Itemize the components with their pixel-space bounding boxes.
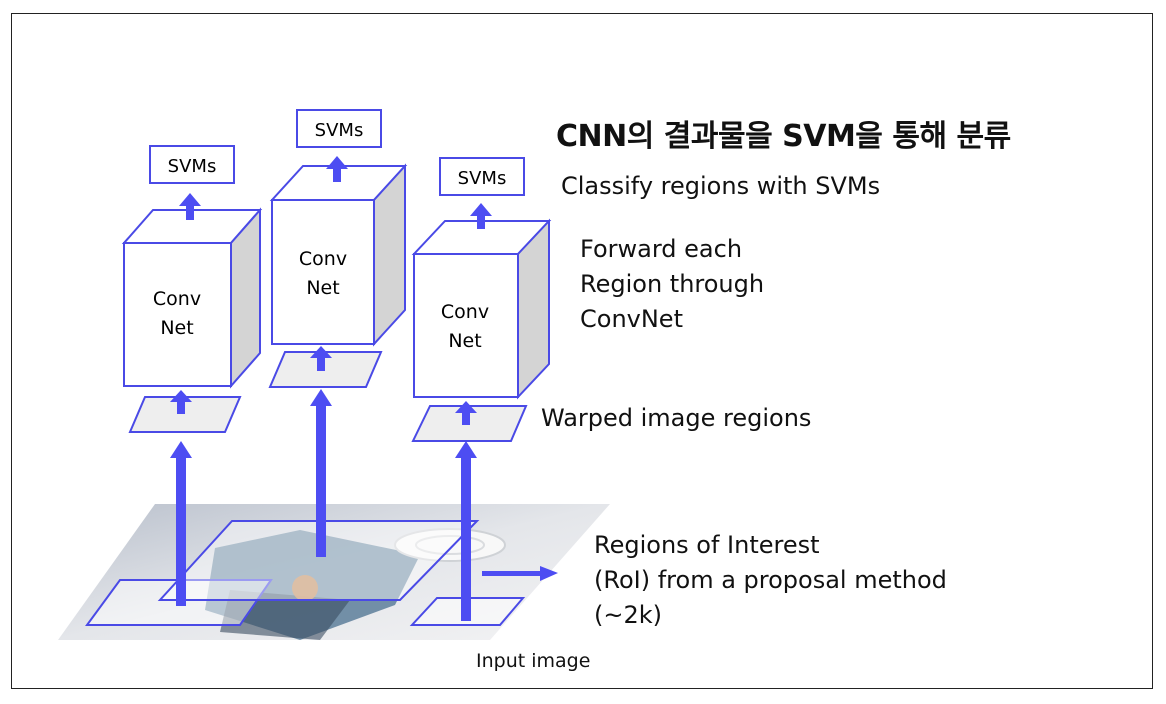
warped-region-center — [268, 351, 383, 388]
svm-box-right — [439, 157, 525, 196]
photo-object-plate — [394, 528, 506, 562]
caption-forward-line1: Forward each — [580, 235, 743, 263]
caption-warped: Warped image regions — [541, 404, 812, 432]
caption-forward-line3: ConvNet — [580, 305, 683, 333]
svm-label-right: SVMs — [458, 168, 507, 189]
arrow-warp-to-net-left — [170, 390, 192, 414]
convnet-box-center — [269, 163, 408, 347]
arrow-warp-to-net-center — [310, 346, 332, 371]
arrow-warp-to-net-right — [455, 401, 477, 425]
svm-box-left — [149, 145, 235, 184]
arrow-net-to-svm-right — [470, 203, 492, 229]
convnet-label-center-line2: Net — [306, 277, 339, 299]
svm-label-left: SVMs — [168, 156, 217, 177]
arrow-roi-to-warp-right — [455, 441, 477, 621]
svm-box-center — [296, 109, 382, 148]
caption-roi-line2: (RoI) from a proposal method — [594, 566, 947, 594]
convnet-box-right — [411, 218, 552, 400]
svm-label-center: SVMs — [315, 120, 364, 141]
convnet-box-left — [121, 207, 263, 389]
warped-region-left — [128, 396, 242, 433]
convnet-label-left-line2: Net — [160, 317, 193, 339]
caption-roi-line3: (~2k) — [594, 601, 663, 629]
caption-forward-line2: Region through — [580, 270, 765, 298]
convnet-label-center-line1: Conv — [299, 248, 347, 270]
arrow-roi-pointer — [482, 566, 558, 581]
convnet-label-left-line1: Conv — [153, 288, 201, 310]
convnet-label-right-line1: Conv — [441, 301, 489, 323]
slide-title: CNN의 결과물을 SVM을 통해 분류 — [556, 119, 1011, 154]
arrow-net-to-svm-center — [326, 156, 348, 182]
convnet-label-right-line2: Net — [448, 330, 481, 352]
arrow-roi-to-warp-left — [170, 441, 192, 606]
arrow-roi-to-warp-center — [310, 389, 332, 557]
caption-roi: Regions of Interest (RoI) from a proposa… — [594, 528, 947, 633]
photo-object-coin — [292, 575, 318, 601]
caption-input-image: Input image — [476, 650, 591, 672]
caption-roi-line1: Regions of Interest — [594, 531, 820, 559]
caption-classify: Classify regions with SVMs — [561, 172, 881, 200]
caption-forward: Forward each Region through ConvNet — [580, 232, 764, 337]
arrow-net-to-svm-left — [179, 193, 201, 220]
